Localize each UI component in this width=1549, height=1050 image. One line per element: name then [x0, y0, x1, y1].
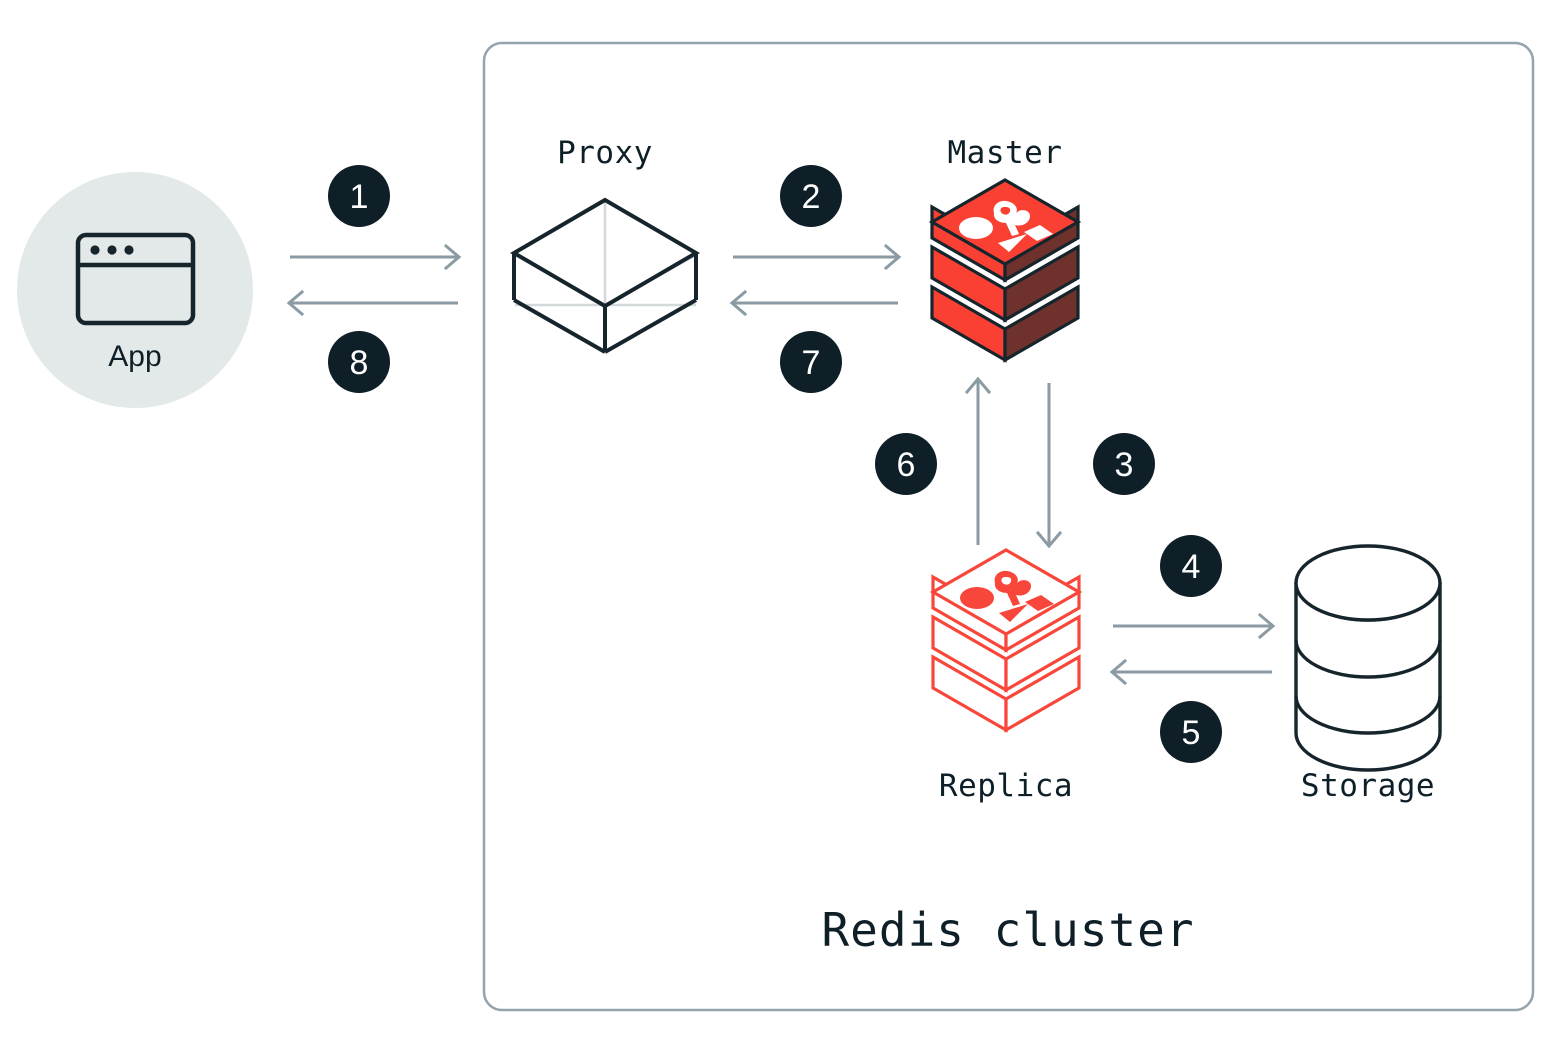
redis-stack-cube-outline-icon [929, 548, 1083, 733]
step-badge-3-label: 3 [1115, 446, 1134, 484]
app-circle-background [17, 172, 253, 408]
step-badge-7-label: 7 [802, 344, 821, 382]
step-badge-8: 8 [328, 331, 390, 393]
arrow-step-4 [1113, 612, 1276, 640]
arrow-step-7 [729, 289, 898, 317]
arrow-step-8 [286, 289, 458, 317]
step-badge-2: 2 [780, 165, 842, 227]
step-badge-5: 5 [1160, 701, 1222, 763]
arrow-step-3 [1035, 383, 1063, 549]
wireframe-cube-icon [510, 197, 700, 354]
redis-cluster-frame [482, 41, 1535, 1012]
proxy-label: Proxy [557, 135, 653, 171]
redis-stack-cube-icon [928, 178, 1082, 363]
redis-logo-glyphs [959, 200, 1053, 252]
step-badge-4: 4 [1160, 535, 1222, 597]
step-badge-4-label: 4 [1182, 548, 1201, 586]
browser-window-icon [75, 232, 196, 326]
storage-label: Storage [1301, 768, 1435, 804]
replica-label: Replica [939, 768, 1073, 804]
step-badge-5-label: 5 [1182, 714, 1201, 752]
arrow-step-1 [290, 243, 462, 271]
step-badge-1-label: 1 [350, 178, 369, 216]
redis-logo-glyphs-replica [960, 570, 1054, 622]
step-badge-3: 3 [1093, 433, 1155, 495]
master-label: Master [948, 135, 1063, 171]
app-label: App [108, 340, 161, 373]
arrow-step-6 [964, 376, 992, 545]
step-badge-6: 6 [875, 433, 937, 495]
step-badge-7: 7 [780, 331, 842, 393]
database-cylinder-icon [1294, 544, 1442, 772]
step-badge-1: 1 [328, 165, 390, 227]
step-badge-8-label: 8 [350, 344, 369, 382]
arrow-step-5 [1109, 658, 1272, 686]
step-badge-2-label: 2 [802, 178, 821, 216]
step-badge-6-label: 6 [897, 446, 916, 484]
cluster-title: Redis cluster [821, 903, 1194, 957]
arrow-step-2 [733, 243, 902, 271]
